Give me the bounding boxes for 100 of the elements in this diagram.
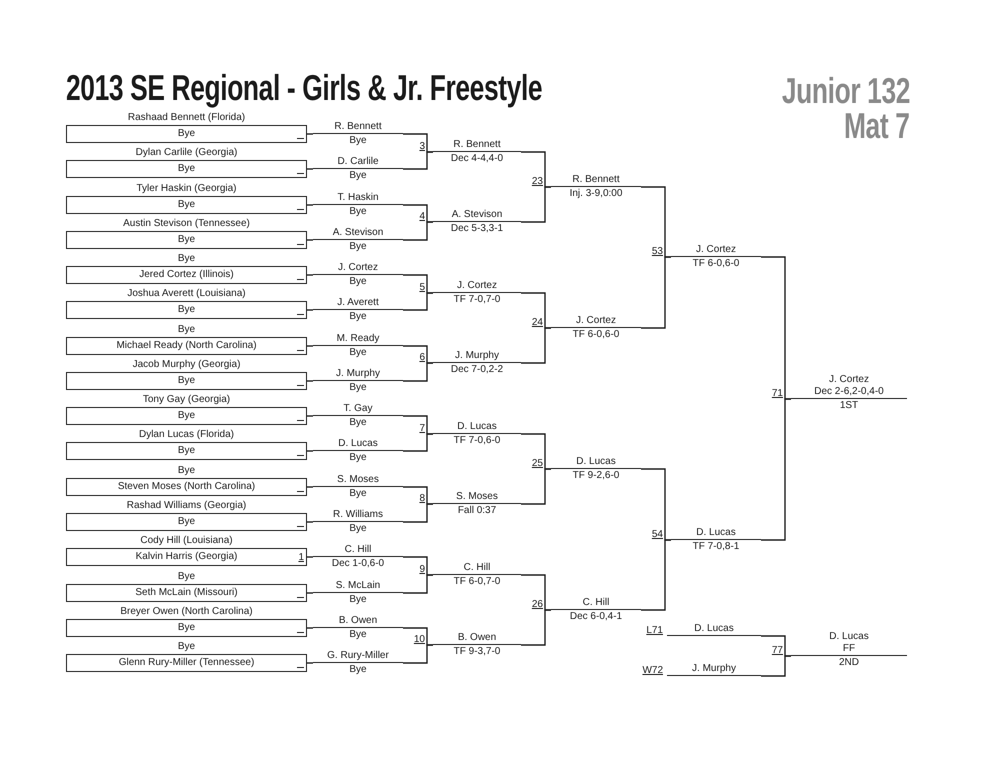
bracket-box bbox=[66, 252, 307, 284]
match-result: TF 9-3,7-0 bbox=[454, 646, 500, 658]
wrestler-name: T. Gay bbox=[344, 403, 372, 415]
match-result: Bye bbox=[349, 417, 367, 429]
wrestler-name: D. Lucas bbox=[696, 527, 736, 539]
entrant-label: Bye bbox=[178, 163, 196, 175]
entrant-label: Jacob Murphy (Georgia) bbox=[132, 359, 240, 371]
bracket-line bbox=[521, 609, 551, 646]
wrestler-name: S. Moses bbox=[337, 474, 379, 486]
entrant-label: Breyer Owen (North Carolina) bbox=[120, 606, 253, 618]
wrestler-name: M. Ready bbox=[336, 333, 380, 345]
match-result: Inj. 3-9,0:00 bbox=[570, 188, 622, 200]
entrant-label: Bye bbox=[178, 622, 196, 634]
wrestler-name: C. Hill bbox=[464, 562, 490, 574]
match-result: Bye bbox=[349, 594, 367, 606]
wrestler-name: J. Murphy bbox=[336, 368, 380, 380]
entrant-label: Rashaad Bennett (Florida) bbox=[128, 112, 246, 124]
entrant-label: Glenn Rury-Miller (Tennessee) bbox=[118, 657, 254, 669]
bracket-line bbox=[761, 398, 791, 541]
bracket-line bbox=[403, 151, 433, 170]
bout-number: 9 bbox=[419, 564, 425, 575]
bout-number: 71 bbox=[772, 388, 783, 399]
entrant-label: Bye bbox=[178, 641, 196, 653]
bracket-line bbox=[403, 433, 433, 452]
entrant-label: Bye bbox=[178, 410, 196, 422]
entrant-label: Bye bbox=[178, 465, 196, 477]
match-result: TF 6-0,6-0 bbox=[572, 329, 620, 341]
wrestler-name: B. Owen bbox=[338, 615, 378, 627]
bracket-box bbox=[66, 605, 307, 637]
bout-number: 10 bbox=[414, 634, 425, 645]
wrestler-name: R. Bennett bbox=[572, 174, 620, 186]
wrestler-name: T. Haskin bbox=[337, 192, 379, 204]
bracket-box bbox=[66, 570, 307, 602]
bracket-line bbox=[641, 539, 671, 611]
bracket-box bbox=[66, 499, 307, 531]
wrestler-name: J. Murphy bbox=[692, 663, 736, 675]
wrestler-name: R. Bennett bbox=[334, 121, 382, 133]
entrant-label: Tyler Haskin (Georgia) bbox=[136, 183, 237, 195]
wrestler-name: J. Cortez bbox=[576, 315, 616, 327]
wrestler-name: D. Lucas bbox=[694, 623, 734, 635]
match-result: Bye bbox=[349, 452, 367, 464]
bout-number: 24 bbox=[532, 317, 543, 328]
wrestler-name: D. Lucas bbox=[829, 631, 869, 643]
bracket-box bbox=[66, 640, 307, 672]
entrant-label: Bye bbox=[178, 304, 196, 316]
bracket-box bbox=[66, 217, 307, 249]
match-result: Bye bbox=[349, 170, 367, 182]
bout-number: 53 bbox=[652, 246, 663, 257]
match-result: Dec 7-0,2-2 bbox=[450, 364, 504, 376]
wrestler-name: J. Cortez bbox=[456, 280, 497, 292]
match-result: TF 7-0,8-1 bbox=[692, 541, 740, 553]
bracket-line bbox=[521, 327, 551, 364]
wrestler-name: J. Cortez bbox=[696, 244, 736, 256]
bracket-line bbox=[403, 221, 433, 241]
entrant-label: Bye bbox=[178, 375, 196, 387]
bracket-box bbox=[66, 534, 307, 566]
placement-label: 1ST bbox=[840, 400, 858, 412]
match-result: Dec 1-0,6-0 bbox=[332, 558, 384, 570]
bracket-line bbox=[761, 655, 791, 677]
bracket-box bbox=[66, 323, 307, 355]
entrant-label: Bye bbox=[178, 445, 196, 457]
bracket-box bbox=[66, 182, 307, 214]
entrant-label: Rashad Williams (Georgia) bbox=[126, 500, 246, 512]
bracket-line bbox=[403, 503, 433, 523]
wrestler-name: A. Stevison bbox=[452, 209, 502, 221]
entrant-label: Cody Hill (Louisiana) bbox=[140, 535, 233, 547]
match-result: Bye bbox=[349, 241, 367, 253]
bout-number: 54 bbox=[652, 529, 663, 540]
bout-number: 25 bbox=[532, 458, 543, 469]
header-label: Mat 7 bbox=[844, 108, 910, 144]
wrestler-name: D. Lucas bbox=[457, 421, 497, 433]
entrant-label: Michael Ready (North Carolina) bbox=[116, 340, 257, 352]
match-result: Fall 0:37 bbox=[458, 505, 496, 517]
bracket-line bbox=[403, 644, 433, 664]
match-result: TF 6-0,6-0 bbox=[692, 258, 740, 270]
wrestler-name: C. Hill bbox=[344, 544, 372, 556]
match-result: Dec 5-3,3-1 bbox=[450, 223, 504, 235]
entrant-label: Tony Gay (Georgia) bbox=[142, 394, 230, 406]
entrant-label: Jered Cortez (Illinois) bbox=[139, 269, 234, 281]
match-result: Bye bbox=[349, 135, 367, 147]
entrant-label: Bye bbox=[178, 253, 196, 265]
bout-number: 23 bbox=[532, 176, 543, 187]
match-result: Bye bbox=[349, 523, 367, 535]
match-result: Bye bbox=[349, 347, 367, 359]
bracket-line bbox=[403, 574, 433, 594]
entrant-label: Dylan Carlile (Georgia) bbox=[136, 147, 238, 159]
entrant-label: Bye bbox=[178, 234, 196, 246]
bracket-box bbox=[66, 393, 307, 425]
bout-number: 6 bbox=[419, 352, 425, 363]
match-result: Bye bbox=[349, 664, 367, 676]
entrant-label: Bye bbox=[178, 324, 196, 336]
match-result: Bye bbox=[349, 382, 367, 394]
wrestler-name: D. Lucas bbox=[576, 456, 616, 468]
entrant-label: Kalvin Harris (Georgia) bbox=[136, 551, 238, 563]
match-result: Bye bbox=[349, 206, 367, 218]
wrestler-name: B. Owen bbox=[458, 632, 496, 644]
wrestler-name: J. Murphy bbox=[455, 350, 499, 362]
bout-number: 3 bbox=[419, 141, 425, 152]
entrant-label: Bye bbox=[178, 199, 196, 211]
wrestler-name: R. Bennett bbox=[453, 139, 501, 151]
